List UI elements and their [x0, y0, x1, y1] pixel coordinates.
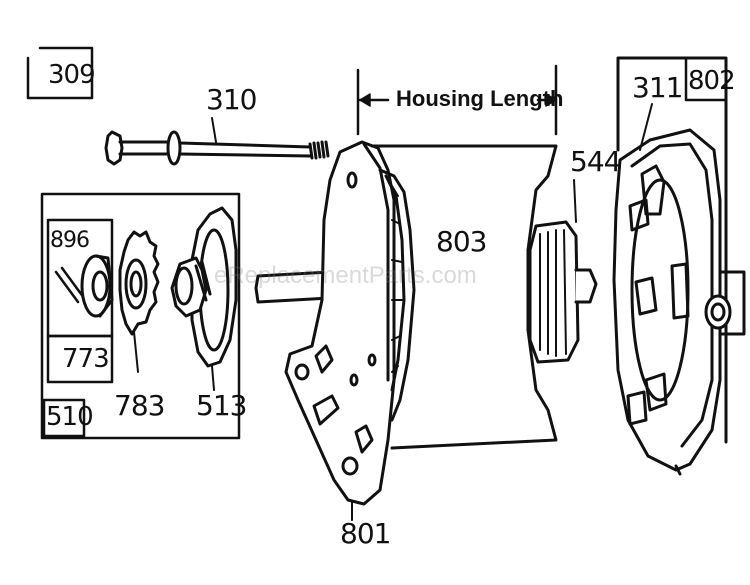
pinion-gear-783 — [118, 230, 160, 373]
motor-housing-803 — [370, 144, 558, 450]
box-309 — [26, 46, 94, 100]
watermark: eReplacementParts.com — [214, 262, 477, 289]
part-label-803: 803 — [436, 225, 487, 258]
part-label-801: 801 — [340, 517, 391, 550]
housing-length-dimension — [356, 64, 558, 136]
part-label-896: 896 — [50, 228, 90, 253]
part-label-510: 510 — [46, 402, 94, 432]
drive-assembly-513 — [170, 206, 238, 391]
housing-length-label: Housing Length — [396, 86, 564, 111]
drive-end-cap-801 — [284, 140, 396, 521]
commutator-end-cap — [612, 103, 746, 476]
part-label-310: 310 — [206, 83, 257, 116]
part-label-783: 783 — [114, 389, 165, 422]
part-label-802: 802 — [688, 66, 736, 96]
through-bolt-310 — [104, 117, 330, 166]
part-label-309: 309 — [48, 60, 96, 90]
part-label-773: 773 — [62, 344, 110, 374]
kit-510-box — [40, 192, 241, 440]
part-label-513: 513 — [196, 389, 247, 422]
part-label-311: 311 — [632, 71, 683, 104]
armature-commutator-544 — [528, 179, 598, 364]
part-label-544: 544 — [570, 145, 621, 178]
